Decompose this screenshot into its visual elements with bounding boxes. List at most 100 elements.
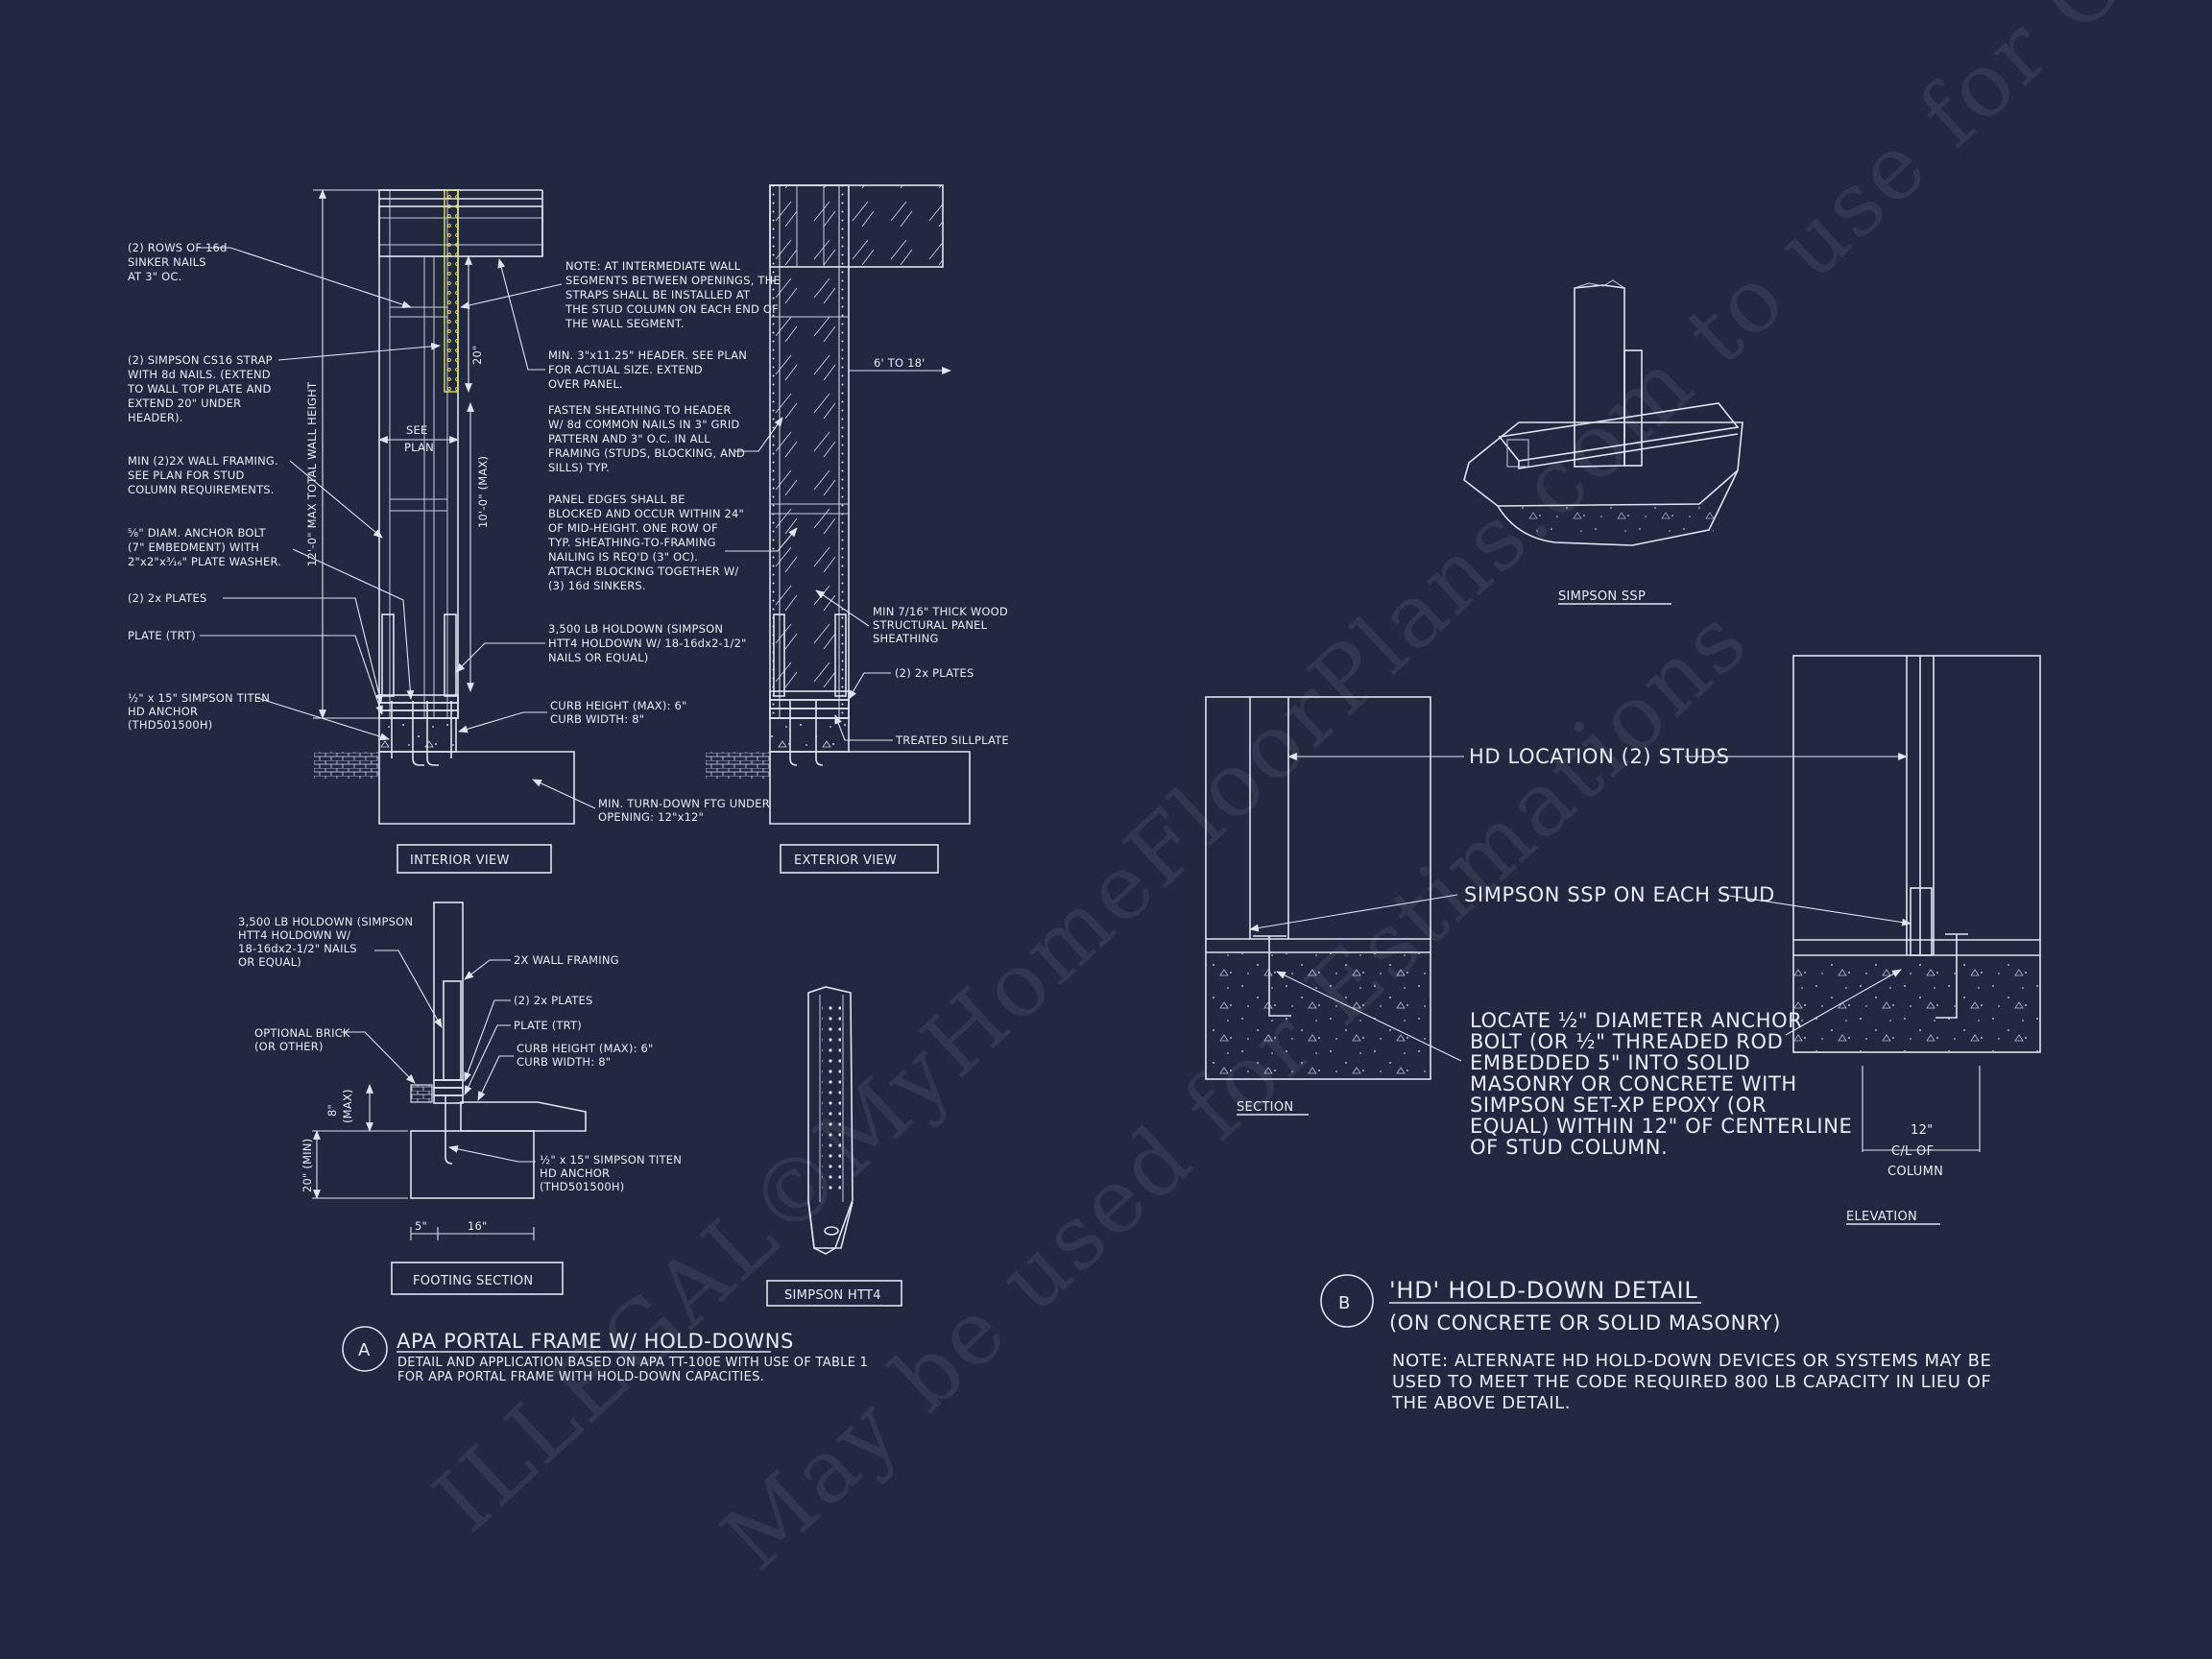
exterior-view-label-box — [780, 844, 939, 874]
svg-text:HEADER).: HEADER). — [128, 411, 183, 424]
interior-footing — [378, 751, 575, 825]
hd-notes: HD LOCATION (2) STUDS SIMPSON SSP ON EAC… — [1249, 745, 1911, 1159]
exterior-note-plates: (2) 2x PLATES — [848, 666, 974, 700]
footing-width-dim-a: 5" — [415, 1219, 427, 1233]
svg-text:(THD501500H): (THD501500H) — [128, 718, 212, 732]
elevation-dim-3: COLUMN — [1887, 1165, 1943, 1179]
interior-note-header: MIN. 3"x11.25" HEADER. SEE PLAN FOR ACTU… — [497, 258, 747, 391]
svg-text:½" x 15" SIMPSON TITEN: ½" x 15" SIMPSON TITEN — [540, 1153, 682, 1166]
exterior-view-drawing: 6' TO 18' MIN 7/16" THICK WOOD STRUCTURA… — [706, 184, 1009, 874]
svg-text:ATTACH BLOCKING TOGETHER W/: ATTACH BLOCKING TOGETHER W/ — [548, 565, 738, 578]
anchor-note-6: EQUAL) WITHIN 12" OF CENTERLINE — [1470, 1115, 1852, 1138]
footing-section-label: FOOTING SECTION — [413, 1274, 533, 1288]
svg-text:THE STUD COLUMN ON EACH END OF: THE STUD COLUMN ON EACH END OF — [565, 302, 779, 316]
svg-text:HTT4 HOLDOWN W/: HTT4 HOLDOWN W/ — [238, 928, 350, 942]
exterior-soil — [706, 752, 770, 779]
svg-text:OVER PANEL.: OVER PANEL. — [548, 377, 623, 391]
total-height-dim: 12'-0" MAX TOTAL WALL HEIGHT — [305, 381, 319, 566]
footing-note-titen: ½" x 15" SIMPSON TITEN HD ANCHOR (THD501… — [448, 1144, 682, 1193]
svg-text:(THD501500H): (THD501500H) — [540, 1180, 624, 1193]
svg-text:PANEL EDGES SHALL BE: PANEL EDGES SHALL BE — [548, 493, 685, 506]
svg-text:(OR OTHER): (OR OTHER) — [254, 1040, 324, 1053]
interior-note-turndown: MIN. TURN-DOWN FTG UNDER OPENING: 12"x12… — [532, 779, 770, 824]
svg-text:PLATE (TRT): PLATE (TRT) — [128, 629, 196, 642]
curb-height-dim: 8" — [325, 1104, 339, 1117]
svg-text:OPENING: 12"x12": OPENING: 12"x12" — [598, 810, 704, 824]
footing-note-curb: CURB HEIGHT (MAX): 6" CURB WIDTH: 8" — [477, 1042, 653, 1101]
detail-b-subtitle: (ON CONCRETE OR SOLID MASONRY) — [1389, 1311, 1781, 1334]
simpson-ssp-label: SIMPSON SSP — [1558, 589, 1646, 604]
svg-text:NAILS OR EQUAL): NAILS OR EQUAL) — [548, 651, 648, 664]
exterior-curb — [769, 717, 850, 753]
svg-text:2"x2"x³⁄₁₆" PLATE WASHER.: 2"x2"x³⁄₁₆" PLATE WASHER. — [128, 555, 281, 568]
svg-text:MIN. 3"x11.25" HEADER. SEE PLA: MIN. 3"x11.25" HEADER. SEE PLAN — [548, 349, 747, 362]
svg-text:TO WALL TOP PLATE AND: TO WALL TOP PLATE AND — [127, 382, 272, 396]
svg-text:SINKER NAILS: SINKER NAILS — [128, 255, 206, 269]
svg-text:OF MID-HEIGHT. ONE ROW OF: OF MID-HEIGHT. ONE ROW OF — [548, 521, 718, 535]
interior-curb — [378, 717, 457, 753]
detail-b-title: 'HD' HOLD-DOWN DETAIL — [1389, 1277, 1698, 1304]
svg-text:BLOCKED AND OCCUR WITHIN 24": BLOCKED AND OCCUR WITHIN 24" — [548, 507, 744, 520]
svg-text:3,500 LB HOLDOWN (SIMPSON: 3,500 LB HOLDOWN (SIMPSON — [238, 915, 413, 928]
svg-text:PATTERN AND 3" O.C. IN ALL: PATTERN AND 3" O.C. IN ALL — [548, 432, 710, 445]
svg-text:(2) 2x PLATES: (2) 2x PLATES — [514, 994, 593, 1007]
svg-text:THE WALL SEGMENT.: THE WALL SEGMENT. — [565, 317, 685, 330]
exterior-note-sheathing: MIN 7/16" THICK WOOD STRUCTURAL PANEL SH… — [815, 589, 1008, 645]
svg-text:MIN 7/16" THICK WOOD: MIN 7/16" THICK WOOD — [873, 605, 1008, 618]
svg-text:SHEATHING: SHEATHING — [873, 632, 939, 645]
svg-text:SILLS) TYP.: SILLS) TYP. — [548, 461, 610, 474]
svg-text:MIN (2)2X WALL FRAMING.: MIN (2)2X WALL FRAMING. — [128, 454, 278, 468]
svg-text:2X WALL FRAMING: 2X WALL FRAMING — [514, 953, 619, 967]
interior-note-strap: (2) SIMPSON CS16 STRAP WITH 8d NAILS. (E… — [127, 342, 441, 424]
interior-note-titen: ½" x 15" SIMPSON TITEN HD ANCHOR (THD501… — [128, 691, 390, 741]
hd-section-drawing: SECTION — [1205, 696, 1431, 1116]
elevation-dim-1: 12" — [1911, 1123, 1933, 1138]
svg-text:STRAPS SHALL BE INSTALLED AT: STRAPS SHALL BE INSTALLED AT — [565, 288, 751, 301]
detail-b-note-1: NOTE: ALTERNATE HD HOLD-DOWN DEVICES OR … — [1392, 1351, 1991, 1371]
title-block-a: A APA PORTAL FRAME W/ HOLD-DOWNS DETAIL … — [342, 1326, 868, 1384]
svg-text:OR EQUAL): OR EQUAL) — [238, 955, 301, 969]
interior-view-drawing: 12'-0" MAX TOTAL WALL HEIGHT 20" 10'-0" … — [127, 189, 798, 874]
interior-note-panel-edges: PANEL EDGES SHALL BE BLOCKED AND OCCUR W… — [547, 493, 798, 592]
exterior-header — [769, 184, 944, 268]
interior-holdown-right — [444, 613, 457, 697]
footing-note-holdown: 3,500 LB HOLDOWN (SIMPSON HTT4 HOLDOWN W… — [238, 915, 443, 1028]
detail-a-bubble — [342, 1326, 388, 1372]
svg-text:PLATE (TRT): PLATE (TRT) — [514, 1019, 582, 1032]
svg-text:CURB WIDTH: 8": CURB WIDTH: 8" — [550, 712, 644, 726]
title-block-b: B 'HD' HOLD-DOWN DETAIL (ON CONCRETE OR … — [1320, 1274, 1991, 1413]
interior-note-holdown: 3,500 LB HOLDOWN (SIMPSON HTT4 HOLDOWN W… — [455, 622, 746, 673]
footing-section-label-box — [391, 1262, 564, 1295]
detail-a-title: APA PORTAL FRAME W/ HOLD-DOWNS — [397, 1330, 794, 1353]
svg-text:(2) ROWS OF 16d: (2) ROWS OF 16d — [128, 241, 228, 254]
exterior-sheathing — [770, 267, 849, 689]
footing-note-plates: (2) 2x PLATES — [464, 994, 593, 1082]
svg-text:½" x 15" SIMPSON TITEN: ½" x 15" SIMPSON TITEN — [128, 691, 270, 705]
detail-b-bubble — [1320, 1274, 1374, 1328]
interior-note-curb: CURB HEIGHT (MAX): 6" CURB WIDTH: 8" — [458, 699, 686, 733]
see-plan-dim-1: SEE — [406, 423, 427, 437]
cs16-strap — [444, 189, 459, 393]
interior-note-anchor-bolt: ⅝" DIAM. ANCHOR BOLT (7" EMBEDMENT) WITH… — [128, 526, 415, 700]
simpson-ssp-drawing: SIMPSON SSP — [1463, 279, 1743, 605]
curb-height-dim-max: (MAX) — [341, 1089, 354, 1123]
watermark-line1: ILLEGAL©MyHomeFloorPlans.com to use for … — [415, 0, 2212, 1551]
exterior-note-sillplate: TREATED SILLPLATE — [834, 714, 1009, 747]
anchor-note-1: LOCATE ½" DIAMETER ANCHOR — [1470, 1009, 1802, 1032]
svg-text:(3) 16d SINKERS.: (3) 16d SINKERS. — [548, 579, 646, 592]
ssp-each-stud-note: SIMPSON SSP ON EACH STUD — [1464, 883, 1775, 906]
svg-text:HD ANCHOR: HD ANCHOR — [540, 1166, 610, 1180]
anchor-note-5: SIMPSON SET-XP EPOXY (OR — [1470, 1094, 1767, 1117]
detail-a-letter: A — [358, 1340, 371, 1360]
footing-width-dim-b: 16" — [468, 1219, 488, 1233]
detail-a-desc-1: DETAIL AND APPLICATION BASED ON APA TT-1… — [397, 1356, 868, 1370]
simpson-htt4-label: SIMPSON HTT4 — [784, 1288, 881, 1303]
interior-view-label: INTERIOR VIEW — [410, 854, 510, 868]
svg-text:SEGMENTS BETWEEN OPENINGS, THE: SEGMENTS BETWEEN OPENINGS, THE — [565, 274, 781, 287]
footing-note-framing: 2X WALL FRAMING — [464, 953, 619, 980]
svg-text:OPTIONAL BRICK: OPTIONAL BRICK — [254, 1026, 350, 1040]
svg-text:AT 3" OC.: AT 3" OC. — [128, 270, 181, 283]
interior-soil — [314, 752, 379, 779]
footing-depth-dim: 20" (MIN) — [301, 1139, 314, 1192]
svg-text:W/ 8d COMMON NAILS IN 3" GRID: W/ 8d COMMON NAILS IN 3" GRID — [548, 418, 740, 431]
